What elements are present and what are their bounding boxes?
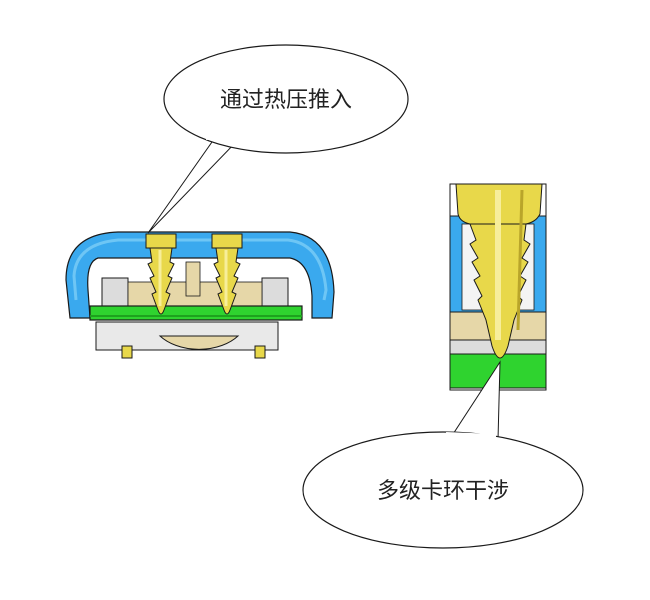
left-assembly [65,231,335,359]
inner-support-left [101,277,129,311]
leg-left [121,345,133,359]
callout-bottom: 多级卡环干涉 [302,360,584,549]
round-component [158,335,240,350]
callout-top: 通过热压推入 [147,44,409,234]
callout-bottom-bubble [302,431,584,549]
blue-shell-highlight [72,238,328,301]
pin-left [145,233,177,315]
pin-right [211,233,243,315]
leg-right [254,345,266,359]
callout-bottom-label: 多级卡环干涉 [377,479,509,504]
blue-shell [65,231,335,319]
pcb-board [89,305,303,321]
center-post [185,261,201,297]
callout-top-bubble [163,44,409,154]
right-assembly [449,183,547,391]
zoomed-pin [455,183,543,359]
callout-top-label: 通过热压推入 [220,88,352,113]
callout-top-pointer [147,139,240,234]
inner-support-right [261,277,289,311]
